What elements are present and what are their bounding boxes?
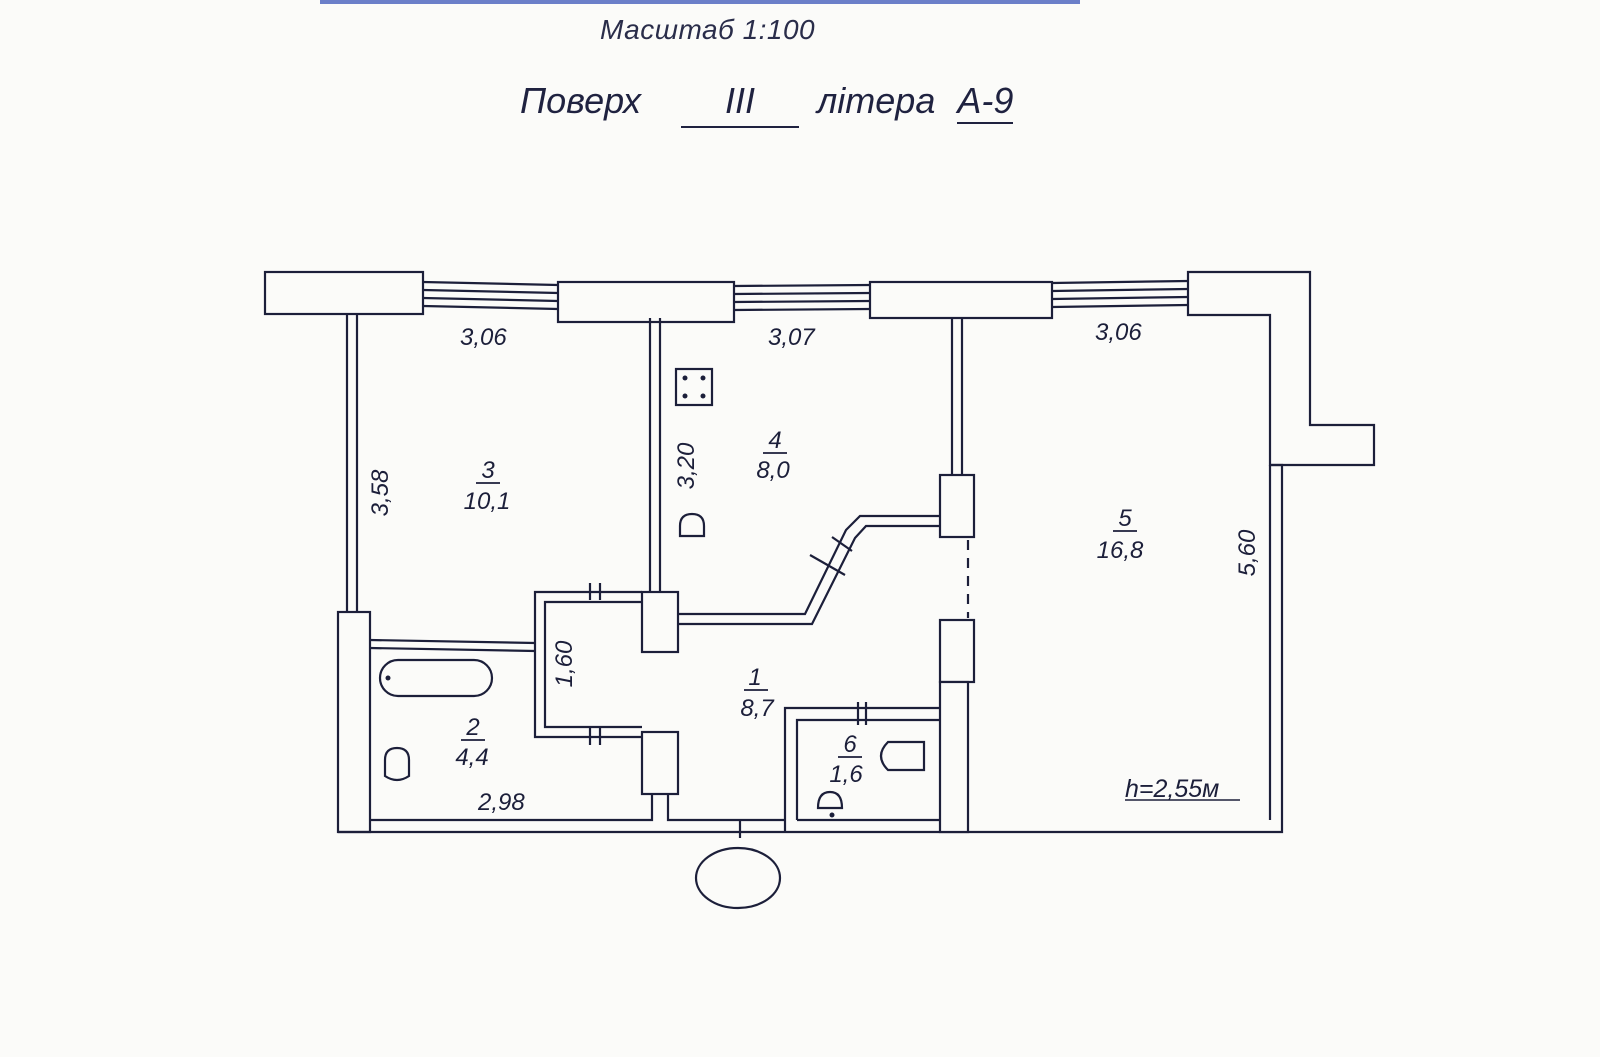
pier-4-5-lower <box>938 618 976 684</box>
angled-wall-outer <box>678 514 940 616</box>
room-4-area: 8,0 <box>756 457 790 484</box>
wall-pier-2 <box>556 280 736 324</box>
dim-side-room4: 3,20 <box>673 442 700 489</box>
floor-label: Поверх <box>520 80 641 121</box>
room-1-area: 8,7 <box>740 695 775 722</box>
room-3-number: 3 <box>481 457 495 484</box>
toilet-room2-icon <box>383 746 411 782</box>
wall-right-corner <box>1186 270 1376 467</box>
room-3-area: 10,1 <box>464 488 511 515</box>
wc-wall-inner <box>795 718 940 820</box>
floor-heading: Поверх III літера А-9 <box>520 80 1014 128</box>
room-2-area: 4,4 <box>455 744 488 771</box>
scale-label: Масштаб 1:100 <box>600 14 816 45</box>
wc-right-wall <box>938 680 970 834</box>
room-1-number: 1 <box>748 664 761 691</box>
room-4-number: 4 <box>768 427 781 454</box>
wc-wall-outer <box>783 706 940 832</box>
toilet-room6-icon <box>816 790 844 810</box>
pier-4-5-upper <box>938 473 976 539</box>
top-border-line <box>320 0 1080 4</box>
dim-top-room4: 3,07 <box>768 324 816 351</box>
wall-left-pier <box>336 610 372 834</box>
dim-side-room3: 3,58 <box>367 469 394 516</box>
room-2-number: 2 <box>465 714 479 741</box>
sink-room6-icon <box>879 740 926 772</box>
wall-bottom-left-inner <box>370 794 654 822</box>
room-5-number: 5 <box>1118 505 1132 532</box>
dim-side-corridor: 1,60 <box>551 640 578 687</box>
room-6-number: 6 <box>843 731 857 758</box>
dim-bottom-room2: 2,98 <box>477 789 525 816</box>
window-room3 <box>422 280 559 311</box>
room-6-area: 1,6 <box>829 761 863 788</box>
pier-corridor-lower <box>640 730 680 796</box>
niche-wall-outer <box>533 590 642 739</box>
floor-value: III <box>680 80 799 128</box>
pier-corridor-upper <box>640 590 680 654</box>
window-room5 <box>1051 279 1189 309</box>
ceiling-height: h=2,55м <box>1125 775 1219 803</box>
letter-label: літера <box>817 80 936 121</box>
sink-icon <box>678 512 706 538</box>
dim-top-room5: 3,06 <box>1095 319 1142 346</box>
wall-pier-3 <box>868 280 1054 320</box>
entrance-marker <box>694 846 782 910</box>
stove-icon <box>674 367 714 407</box>
niche-wall-inner <box>543 600 642 729</box>
bathroom-wall-top <box>369 638 536 645</box>
letter-value: А-9 <box>957 80 1014 124</box>
window-room4 <box>733 283 871 312</box>
bathtub-icon <box>378 658 494 698</box>
wall-pier-1 <box>263 270 425 316</box>
wall-right-exterior <box>968 463 1284 834</box>
angled-wall-inner <box>678 524 940 626</box>
dim-side-room5: 5,60 <box>1234 529 1261 576</box>
room-5-area: 16,8 <box>1097 537 1144 564</box>
dim-top-room3: 3,06 <box>460 324 507 351</box>
